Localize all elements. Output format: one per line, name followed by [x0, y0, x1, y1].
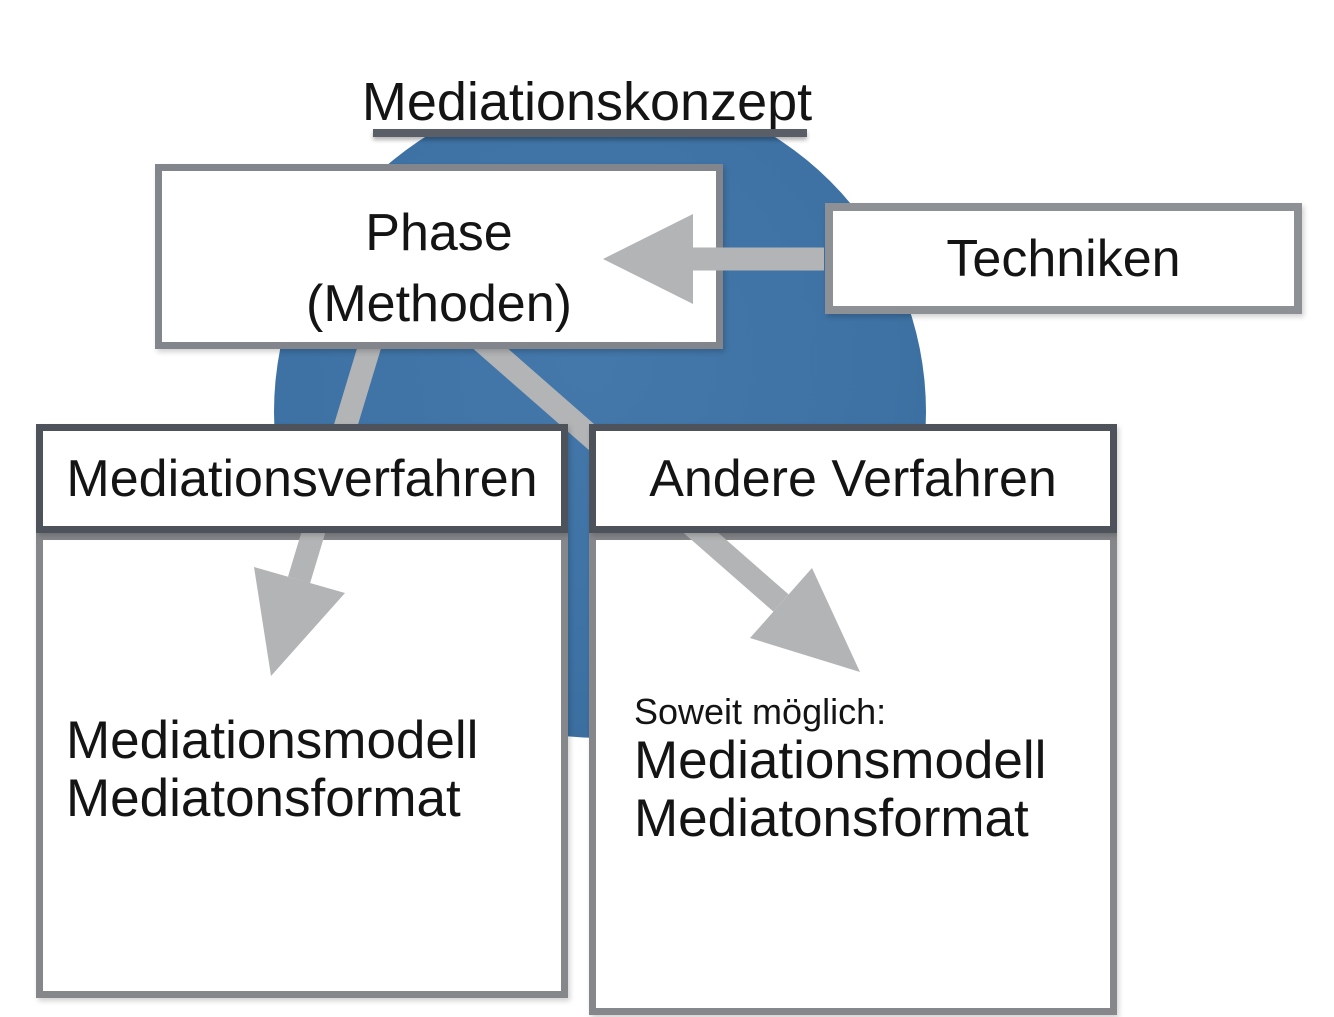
left-body-line1: Mediationsmodell — [66, 711, 479, 770]
techniken-label: Techniken — [946, 229, 1181, 288]
mediationsverfahren-header-label: Mediationsverfahren — [66, 449, 538, 508]
andere-verfahren-header-label: Andere Verfahren — [649, 449, 1057, 508]
andere-verfahren-header-box: Andere Verfahren — [589, 424, 1117, 533]
mediationsverfahren-header-box: Mediationsverfahren — [36, 424, 568, 533]
title-underline — [373, 129, 807, 137]
slide-title: Mediationskonzept — [361, 72, 813, 132]
phase-line1: Phase — [365, 204, 513, 262]
title-block: Mediationskonzept — [330, 0, 844, 132]
mediationsverfahren-body-text: Mediationsmodell Mediatonsformat — [66, 712, 478, 828]
techniken-box: Techniken — [825, 203, 1302, 314]
left-body-line2: Mediatonsformat — [66, 769, 461, 828]
right-body-line2: Mediatonsformat — [634, 789, 1029, 848]
andere-verfahren-body-box — [589, 533, 1117, 1015]
right-body-note: Soweit möglich: — [634, 691, 887, 732]
phase-line2: (Methoden) — [306, 275, 572, 333]
andere-verfahren-body-text: Soweit möglich: Mediationsmodell Mediato… — [634, 692, 1046, 848]
right-body-line1: Mediationsmodell — [634, 731, 1047, 790]
phase-box-text: Phase (Methoden) — [155, 198, 723, 340]
